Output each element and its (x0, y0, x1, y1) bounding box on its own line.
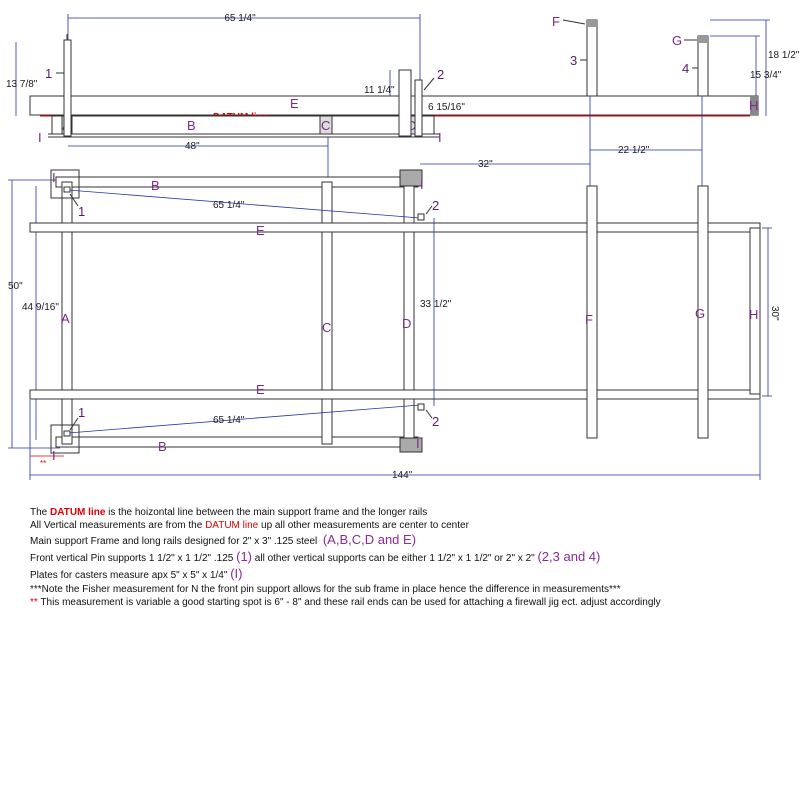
dim-15-3-4: 15 3/4" (750, 70, 782, 81)
note-line-7: ** This measurement is variable a good s… (30, 596, 661, 608)
note-line-6: ***Note the Fisher measurement for N the… (30, 583, 621, 595)
label-2-bottom: 2 (432, 414, 439, 429)
label-b-side: B (187, 118, 196, 133)
dim-50: 50" (8, 281, 23, 292)
member-a (61, 181, 73, 445)
rail-b-bottom (55, 436, 419, 448)
note-line-2: All Vertical measurements are from the D… (30, 520, 469, 531)
support-3-f (586, 19, 598, 97)
rail-e-top (29, 222, 761, 233)
label-1-bottom: 1 (78, 405, 85, 420)
note-line-4: Front vertical Pin supports 1 1/2" x 1 1… (30, 548, 601, 564)
label-1-side: 1 (45, 66, 52, 81)
label-f-side: F (552, 14, 560, 29)
support-2-rear (398, 69, 412, 137)
label-e-side: E (290, 96, 299, 111)
plate-i-bottom-right (399, 437, 423, 453)
dim-18-1-2: 18 1/2" (768, 50, 799, 61)
label-d-plan: D (402, 316, 411, 331)
label-h-plan: H (749, 307, 758, 322)
label-c-side: C (321, 118, 330, 133)
label-i-right-side: I (438, 130, 442, 145)
plate-i-bottom-left (50, 424, 80, 454)
member-d (403, 181, 415, 445)
rail-e-side (29, 95, 759, 116)
label-e-bottom: E (256, 382, 265, 397)
label-1-top: 1 (78, 204, 85, 219)
label-2-side: 2 (437, 67, 444, 82)
plate-i-top-right (399, 169, 423, 187)
note-line-5: Plates for casters measure apx 5" x 5" x… (30, 565, 243, 581)
dim-30: 30" (769, 306, 780, 321)
dim-32: 32" (478, 159, 493, 170)
dim-22-1-2: 22 1/2" (618, 145, 650, 156)
support-4-g (697, 35, 709, 97)
member-g (697, 185, 709, 439)
member-f (586, 185, 598, 439)
rail-end-h (750, 96, 758, 115)
rail-b-top (55, 176, 419, 188)
dim-13-7-8: 13 7/8" (6, 79, 38, 90)
label-i-br: I (416, 436, 420, 451)
dim-65-bottom: 65 1/4" (213, 415, 245, 426)
rail-e-bottom (29, 389, 761, 400)
label-i-tr: I (420, 177, 424, 192)
dim-65-top: 65 1/4" (213, 200, 245, 211)
label-b-bottom: B (158, 439, 167, 454)
post-c-side (319, 115, 333, 135)
label-e-top: E (256, 223, 265, 238)
label-c-plan: C (322, 320, 331, 335)
label-h-side: H (749, 98, 758, 113)
label-b-top: B (151, 178, 160, 193)
label-i-tl: I (52, 170, 56, 185)
dim-33-1-2: 33 1/2" (420, 299, 452, 310)
member-c (321, 181, 333, 445)
dim-6-15-16: 6 15/16" (428, 102, 465, 113)
dim-65-side: 65 1/4" (224, 13, 256, 24)
label-2-top: 2 (432, 198, 439, 213)
note-line-1: The DATUM line is the hoizontal line bet… (30, 507, 428, 518)
dim-11-1-4: 11 1/4" (364, 85, 395, 96)
label-g-plan: G (695, 306, 705, 321)
label-i-bl: I (52, 448, 56, 463)
dim-44-9-16: 44 9/16" (22, 302, 59, 313)
label-4-side: 4 (682, 61, 689, 76)
label-d-side: D (407, 118, 416, 133)
dim-48: 48" (185, 141, 200, 152)
frame-drawing: 65 1/4" 13 7/8" E H DATUM line B A C D 1… (6, 13, 799, 481)
label-3-side: 3 (570, 53, 577, 68)
member-h (749, 227, 761, 395)
notes: The DATUM line is the hoizontal line bet… (30, 506, 790, 609)
pin-support-1 (63, 39, 72, 137)
dim-144: 144" (392, 470, 413, 481)
label-g-side: G (672, 33, 682, 48)
label-a-plan: A (61, 311, 70, 326)
plate-i-top-left (50, 169, 80, 199)
star-dim: ** (40, 459, 46, 468)
label-i-left-side: I (38, 130, 42, 145)
note-line-3: Main support Frame and long rails design… (30, 532, 417, 547)
rail-b-side (51, 115, 435, 135)
support-2-side (414, 79, 423, 137)
label-f-plan: F (585, 312, 593, 327)
